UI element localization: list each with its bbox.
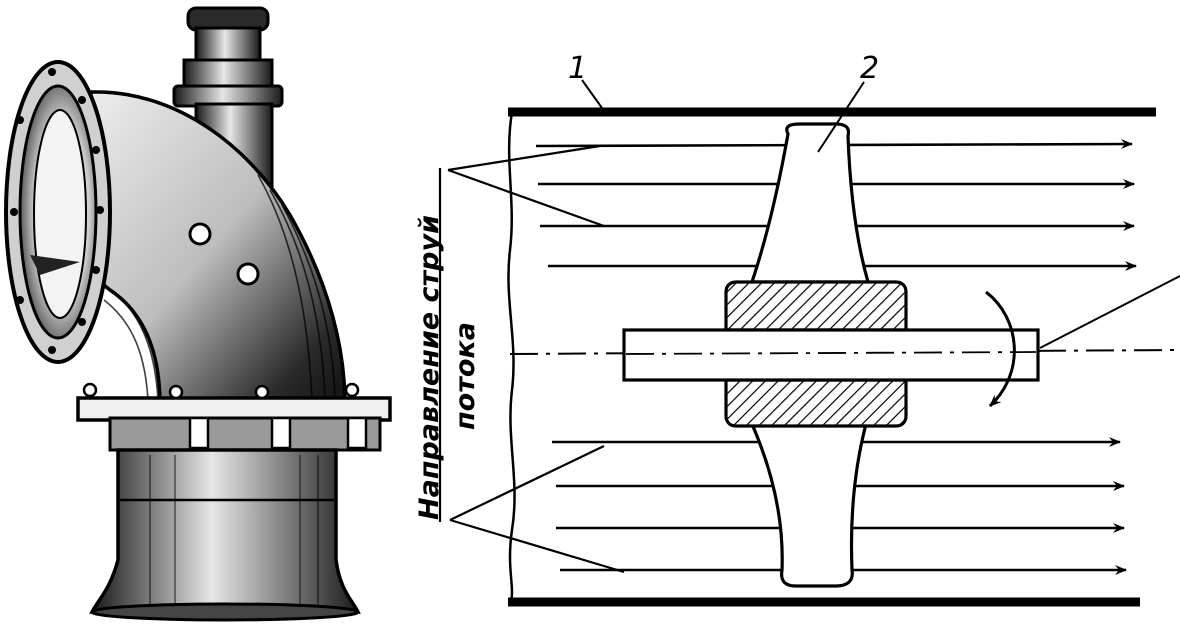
elbow-body — [76, 90, 347, 407]
rotation-curved-arrow-icon — [985, 290, 1016, 408]
flow-direction-line2: потока — [450, 322, 481, 430]
flow-direction-line1: Направление струй — [414, 215, 445, 520]
label-2-leader — [817, 81, 865, 153]
inlet-bell — [89, 448, 361, 622]
label-wall-number: 1 — [568, 51, 587, 86]
bolt — [188, 222, 212, 246]
shaft — [622, 328, 1040, 382]
label-1-leader — [581, 79, 603, 109]
impeller-hub — [724, 280, 908, 428]
outlet-flange — [4, 60, 112, 364]
direction-leaders — [438, 144, 625, 574]
middle-flange — [76, 382, 392, 452]
axis-centerline — [509, 349, 1180, 355]
leader-line — [1039, 275, 1180, 349]
pump-illustration — [4, 6, 392, 622]
impeller-blade-top — [749, 122, 871, 284]
impeller-blade-bottom — [749, 422, 869, 588]
bolt — [236, 262, 260, 286]
flow-schematic: 1 2 Направление струй потока — [414, 51, 1180, 607]
flow-direction-caption: Направление струй потока — [414, 215, 481, 520]
channel-break-line — [507, 111, 516, 605]
label-impeller-number: 2 — [860, 51, 879, 86]
